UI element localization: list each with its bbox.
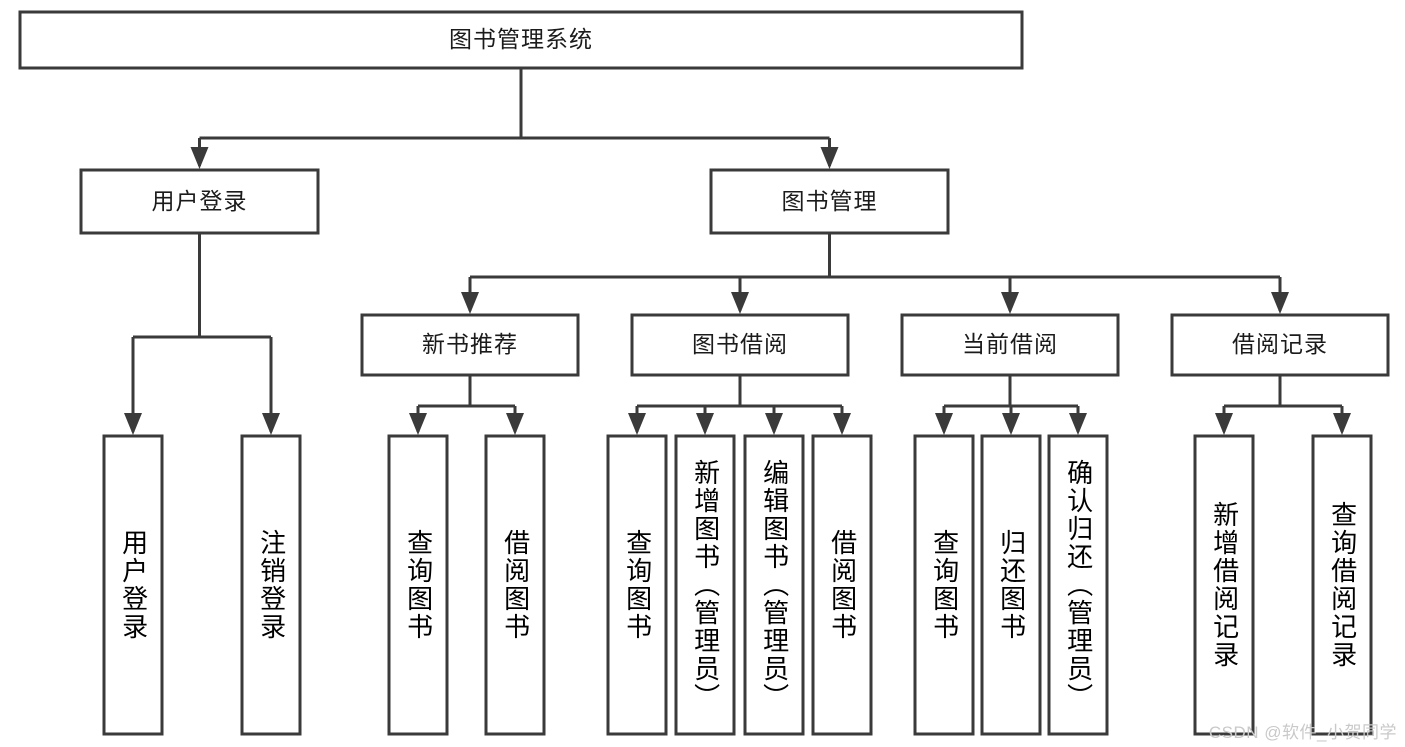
node-leaf-label-9-box: 归还图书: [982, 436, 1040, 734]
node-leaf-label-6-box: 编辑图书（管理员）: [745, 436, 803, 734]
node-leaf-5[interactable]: [674, 434, 736, 736]
node-leaf-9[interactable]: [980, 434, 1042, 736]
node-leaf-label-4-box: 查询图书: [608, 436, 666, 734]
node-level2-1[interactable]: [709, 168, 950, 235]
arrow-head-icon: [765, 413, 783, 435]
node-leaf-label-10: 确认归还（管理员）: [1063, 459, 1094, 711]
arrow-head-icon: [409, 413, 427, 435]
node-leaf-label-5-box: 新增图书（管理员）: [676, 436, 734, 734]
node-leaf-label-7-box: 借阅图书: [813, 436, 871, 734]
node-level3-2[interactable]: [900, 313, 1120, 377]
watermark: CSDN @软件_小贺同学: [1208, 723, 1397, 742]
node-leaf-label-0-box: 用户登录: [104, 436, 162, 734]
node-leaf-0[interactable]: [102, 434, 164, 736]
node-level3-3[interactable]: [1170, 313, 1390, 377]
arrow-head-icon: [1001, 292, 1019, 314]
node-leaf-label-11: 新增借阅记录: [1209, 501, 1240, 669]
arrow-head-icon: [820, 147, 839, 169]
node-root[interactable]: [18, 10, 1024, 70]
arrow-head-icon: [1333, 413, 1351, 435]
node-level3-0[interactable]: [360, 313, 580, 377]
node-leaf-4[interactable]: [606, 434, 668, 736]
arrow-head-icon: [731, 292, 749, 314]
node-leaf-8[interactable]: [913, 434, 975, 736]
arrow-head-icon: [628, 413, 646, 435]
node-leaf-label-11-box: 新增借阅记录: [1195, 436, 1253, 734]
node-leaf-label-9: 归还图书: [996, 529, 1027, 641]
node-leaf-label-2: 查询图书: [403, 529, 434, 641]
node-leaf-label-0: 用户登录: [118, 529, 149, 641]
node-leaf-label-12-box: 查询借阅记录: [1313, 436, 1371, 734]
arrow-head-icon: [461, 292, 479, 314]
arrow-head-icon: [935, 413, 953, 435]
node-layer: [18, 10, 1390, 736]
node-leaf-label-1: 注销登录: [256, 529, 287, 641]
arrow-head-icon: [1002, 413, 1020, 435]
node-leaf-label-8: 查询图书: [929, 529, 960, 641]
node-leaf-label-6: 编辑图书（管理员）: [759, 459, 790, 711]
node-leaf-label-3: 借阅图书: [500, 529, 531, 641]
node-leaf-12[interactable]: [1311, 434, 1373, 736]
node-leaf-label-7: 借阅图书: [827, 529, 858, 641]
arrow-head-icon: [833, 413, 851, 435]
arrow-head-icon: [124, 413, 142, 435]
node-leaf-label-4: 查询图书: [622, 529, 653, 641]
node-leaf-1[interactable]: [240, 434, 302, 736]
arrow-head-icon: [506, 413, 524, 435]
node-leaf-2[interactable]: [387, 434, 449, 736]
edge-layer: [124, 68, 1351, 435]
node-level3-1[interactable]: [630, 313, 850, 377]
node-leaf-label-1-box: 注销登录: [242, 436, 300, 734]
node-level2-0[interactable]: [79, 168, 320, 235]
node-leaf-label-8-box: 查询图书: [915, 436, 973, 734]
arrow-head-icon: [1271, 292, 1289, 314]
node-leaf-7[interactable]: [811, 434, 873, 736]
node-leaf-label-12: 查询借阅记录: [1327, 501, 1358, 669]
arrow-head-icon: [1215, 413, 1233, 435]
node-leaf-label-10-box: 确认归还（管理员）: [1049, 436, 1107, 734]
node-leaf-label-3-box: 借阅图书: [486, 436, 544, 734]
node-leaf-11[interactable]: [1193, 434, 1255, 736]
arrow-head-icon: [190, 147, 209, 169]
node-leaf-6[interactable]: [743, 434, 805, 736]
node-leaf-3[interactable]: [484, 434, 546, 736]
arrow-head-icon: [1069, 413, 1087, 435]
node-leaf-label-5: 新增图书（管理员）: [690, 459, 721, 711]
arrow-head-icon: [696, 413, 714, 435]
arrow-head-icon: [262, 413, 280, 435]
node-leaf-10[interactable]: [1047, 434, 1109, 736]
node-leaf-label-2-box: 查询图书: [389, 436, 447, 734]
